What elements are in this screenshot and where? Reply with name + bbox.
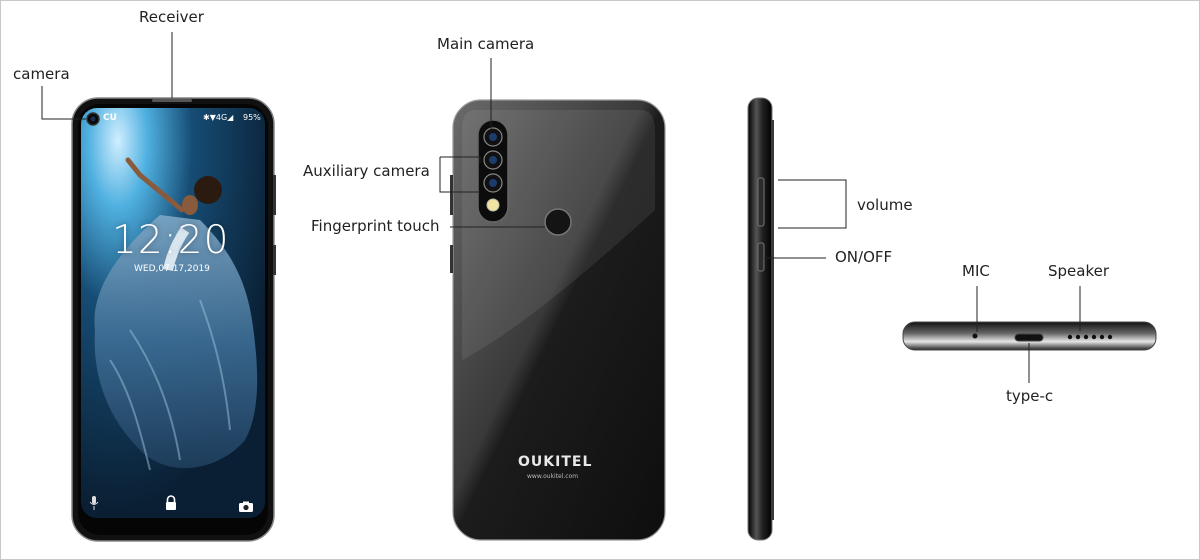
carrier-label: CU: [103, 113, 117, 123]
back-phone: [450, 99, 666, 541]
speaker-grille: [1067, 334, 1113, 340]
main-camera-label: Main camera: [437, 35, 535, 53]
flash-icon: [486, 198, 500, 212]
brand-logo: OUKITEL: [518, 454, 593, 470]
brand-url: www.oukitel.com: [527, 473, 579, 480]
camera-icon[interactable]: [238, 498, 254, 512]
mic-label: MIC: [962, 262, 990, 280]
annotation-lines: [41, 32, 1081, 383]
power-button: [757, 242, 765, 272]
receiver-label: Receiver: [139, 8, 204, 26]
status-icons: ✱▼4G◢: [203, 113, 234, 122]
mic-hole: [972, 333, 978, 339]
mic-icon[interactable]: [89, 495, 99, 511]
auxiliary-camera-label: Auxiliary camera: [303, 162, 430, 180]
front-phone: [71, 97, 276, 542]
fingerprint-touch-label: Fingerprint touch: [311, 217, 440, 235]
camera-module: [477, 119, 509, 223]
bottom-phone: [902, 321, 1157, 351]
volume-label: volume: [857, 196, 913, 214]
speaker-label: Speaker: [1048, 262, 1110, 280]
third-camera-icon: [483, 173, 503, 193]
clock-date: WED,07 17,2019: [134, 264, 210, 274]
auxiliary-camera-icon: [483, 150, 503, 170]
type-c-port: [1014, 333, 1044, 342]
wallpaper-hair: [194, 176, 222, 204]
camera-label: camera: [13, 65, 70, 83]
main-camera-icon: [483, 127, 503, 147]
fingerprint-sensor-icon: [544, 208, 572, 236]
wallpaper-dress: [94, 215, 258, 469]
on-off-label: ON/OFF: [835, 248, 893, 266]
side-phone: [747, 97, 774, 541]
clock-time: 12:20: [112, 218, 230, 263]
battery-level: 95%: [243, 113, 261, 122]
lock-icon[interactable]: [164, 495, 178, 511]
type-c-label: type-c: [1006, 387, 1054, 405]
volume-button: [757, 177, 765, 227]
receiver-slot: [152, 99, 192, 102]
